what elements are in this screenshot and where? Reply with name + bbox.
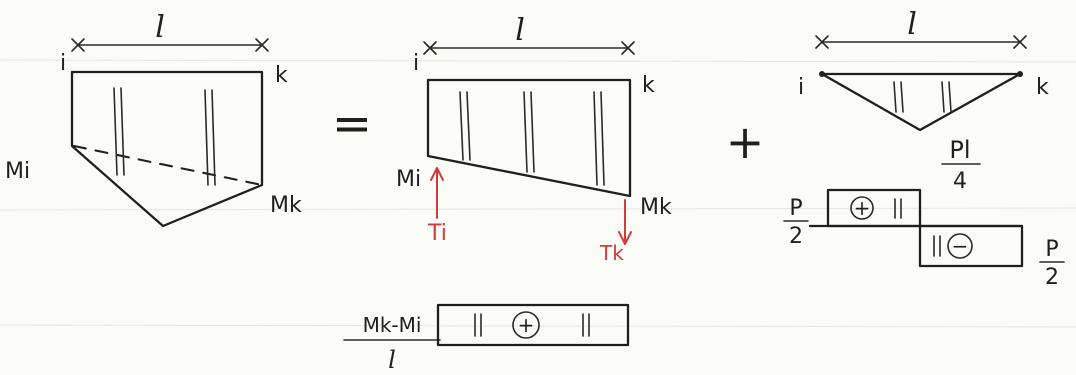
positive-shear-block (826, 188, 922, 228)
half-load-numerator-left: P (789, 196, 802, 221)
hatching (459, 91, 605, 186)
node-k-label: k (275, 63, 288, 88)
load-term-numerator: Pl (949, 136, 970, 164)
shear-term-numerator: Mk-Mi (363, 313, 422, 337)
positive-sign: + (854, 196, 871, 220)
span-label: l (907, 7, 917, 42)
hatching (113, 87, 216, 186)
total-moment-diagram: l i k Mi Mk (5, 10, 302, 228)
shear-k-label: Tk (599, 241, 624, 265)
moment-triangle (820, 72, 1022, 132)
negative-shear-block (918, 224, 1024, 268)
paper-line (0, 324, 1076, 328)
moment-k-label: Mk (640, 195, 672, 220)
shear-arrow-up (430, 167, 444, 219)
span-tick-right (1013, 35, 1027, 49)
span-label: l (515, 13, 525, 48)
end-moment-shear-diagram: Mk-Mi l + (343, 303, 630, 374)
node-i-label: i (798, 75, 804, 100)
moment-outline (70, 70, 264, 228)
paper-line (0, 207, 1076, 211)
uniform-shear-block (436, 303, 630, 347)
hatching (893, 81, 952, 113)
plus-sign: + (726, 115, 765, 169)
span-tick-right (621, 41, 635, 55)
load-term-denominator: 4 (953, 169, 967, 194)
dashed-separation-line (72, 144, 264, 187)
node-k-label: k (1036, 75, 1049, 100)
span-label: l (155, 10, 165, 45)
half-load-denominator-right: 2 (1045, 265, 1059, 290)
span-tick-left (815, 35, 829, 49)
moment-i-label: Mi (5, 159, 30, 184)
positive-sign-circle (512, 311, 540, 339)
shear-term-denominator: l (388, 346, 396, 374)
node-i-label: i (60, 51, 66, 76)
span-tick-left (71, 38, 85, 52)
node-k-label: k (642, 73, 655, 98)
negative-sign-circle (947, 233, 973, 259)
span-tick-left (423, 41, 437, 55)
support-k (1017, 71, 1023, 77)
half-load-numerator-right: P (1045, 237, 1058, 262)
span-tick-right (255, 38, 269, 52)
shear-arrow-down (618, 199, 632, 245)
half-load-denominator-left: 2 (789, 224, 803, 249)
positive-sign-circle (850, 196, 874, 220)
moment-i-label: Mi (396, 167, 421, 192)
support-i (819, 71, 825, 77)
negative-sign: − (952, 234, 969, 258)
moment-trapezoid (426, 78, 632, 198)
positive-sign: + (518, 313, 535, 337)
point-load-moment-diagram: l i k Pl 4 (798, 7, 1049, 194)
paper-line (0, 59, 1076, 63)
node-i-label: i (413, 51, 419, 76)
point-load-shear-diagram: P 2 + − P 2 (783, 188, 1065, 290)
linear-moment-diagram: l i k Mi Mk Ti Tk (396, 13, 672, 265)
moment-k-label: Mk (270, 193, 302, 218)
equals-sign: = (332, 96, 372, 152)
shear-i-label: Ti (427, 221, 447, 246)
